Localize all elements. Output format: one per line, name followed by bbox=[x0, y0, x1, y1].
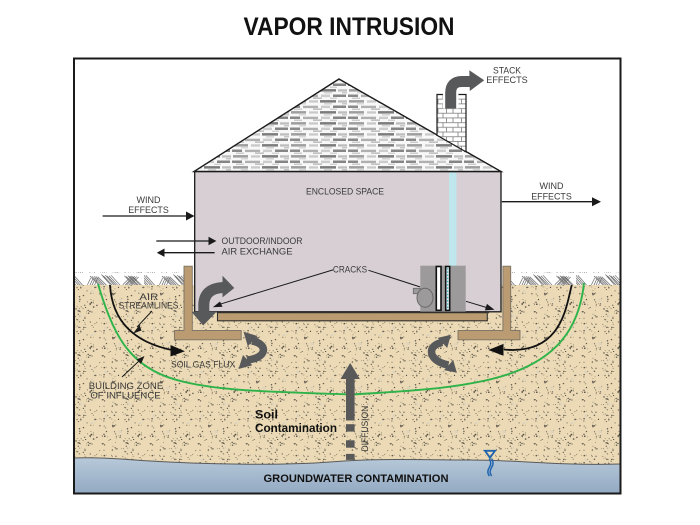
svg-text:STREAMLINES: STREAMLINES bbox=[119, 300, 179, 310]
svg-text:Soil: Soil bbox=[255, 408, 278, 422]
svg-text:CRACKS: CRACKS bbox=[333, 265, 367, 275]
svg-text:ENCLOSED SPACE: ENCLOSED SPACE bbox=[306, 187, 384, 197]
svg-text:OUTDOOR/INDOOR: OUTDOOR/INDOOR bbox=[222, 236, 303, 246]
svg-text:GROUNDWATER CONTAMINATION: GROUNDWATER CONTAMINATION bbox=[264, 473, 449, 485]
svg-text:Contamination: Contamination bbox=[255, 421, 337, 435]
svg-text:EFFECTS: EFFECTS bbox=[486, 75, 528, 85]
svg-text:SOIL GAS FLUX: SOIL GAS FLUX bbox=[171, 360, 235, 370]
svg-text:EFFECTS: EFFECTS bbox=[531, 191, 572, 201]
svg-text:AIR: AIR bbox=[139, 292, 158, 302]
svg-text:WIND: WIND bbox=[137, 195, 161, 205]
svg-text:AIR EXCHANGE: AIR EXCHANGE bbox=[222, 247, 293, 257]
svg-text:EFFECTS: EFFECTS bbox=[128, 205, 169, 215]
svg-text:DIFFUSION: DIFFUSION bbox=[360, 406, 370, 452]
svg-text:BUILDING ZONE: BUILDING ZONE bbox=[89, 381, 163, 391]
svg-text:OF INFLUENCE: OF INFLUENCE bbox=[90, 391, 160, 401]
svg-text:VAPOR INTRUSION: VAPOR INTRUSION bbox=[244, 13, 455, 41]
svg-text:STACK: STACK bbox=[493, 65, 522, 75]
svg-text:WIND: WIND bbox=[540, 181, 564, 191]
